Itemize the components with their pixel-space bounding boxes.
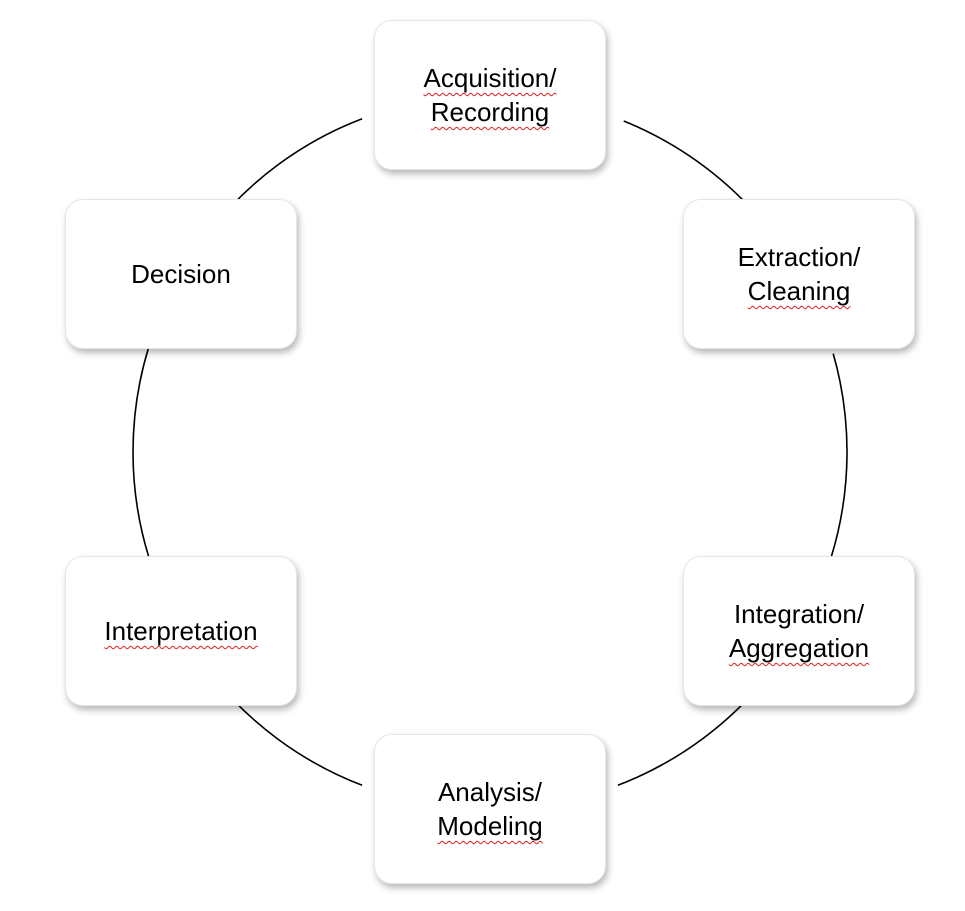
node-label-line: Cleaning [747, 276, 851, 306]
node-label-line: Acquisition/ [423, 63, 557, 93]
node-label-line: Extraction/ [737, 242, 861, 272]
node-label-line: Analysis/ [437, 777, 543, 807]
node-analysis-modeling: Analysis/ Modeling [374, 734, 606, 884]
node-label-line: Interpretation [104, 616, 258, 646]
node-label-line: Recording [430, 97, 550, 127]
node-label-line: Aggregation [728, 633, 870, 663]
node-acquisition-recording: Acquisition/ Recording [374, 20, 606, 170]
node-label-line: Decision [131, 259, 231, 289]
node-decision: Decision [65, 199, 297, 349]
cycle-edge-2 [830, 353, 848, 557]
node-integration-aggregation: Integration/ Aggregation [683, 556, 915, 706]
node-label-line: Integration/ [733, 599, 865, 629]
node-extraction-cleaning: Extraction/ Cleaning [683, 199, 915, 349]
node-interpretation: Interpretation [65, 556, 297, 706]
node-label-line: Modeling [437, 811, 543, 841]
cycle-edge-5 [132, 347, 150, 557]
